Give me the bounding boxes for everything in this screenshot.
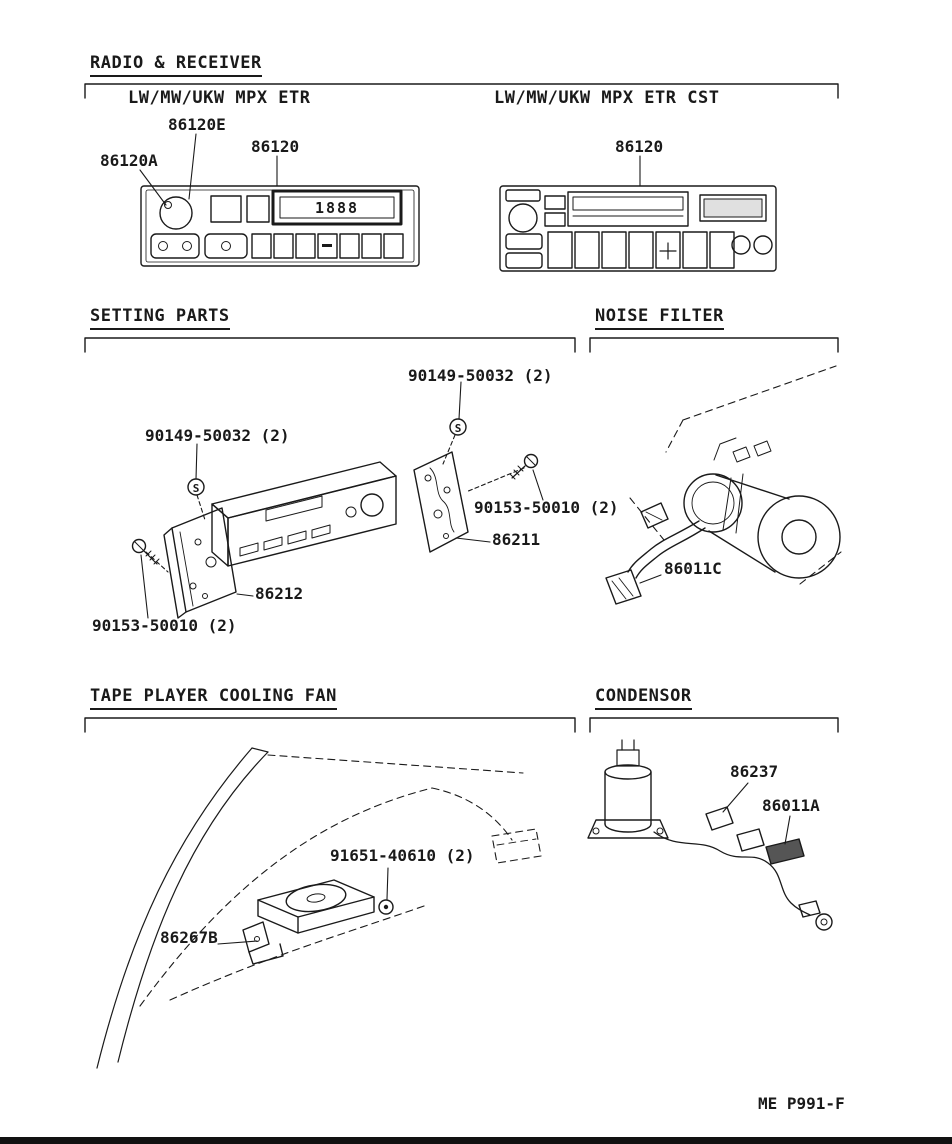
part-label-86011a: 86011A	[762, 796, 820, 815]
cooling-fan-drawing	[96, 747, 542, 1069]
bolt-left	[131, 538, 160, 565]
filter-connector	[605, 569, 642, 605]
fan-screw-symbol	[378, 899, 394, 915]
noise-filter-drawing	[605, 365, 842, 605]
noise-filter-bracket	[589, 337, 839, 353]
part-label-86120-right: 86120	[615, 137, 664, 156]
part-label-86120e: 86120E	[168, 115, 226, 134]
radio-display	[699, 194, 767, 222]
fan-unit	[242, 879, 375, 965]
radio-knob	[508, 203, 538, 233]
part-label-86267b: 86267B	[160, 928, 218, 947]
variant-right-label: LW/MW/UKW MPX ETR CST	[494, 88, 720, 108]
radio-lcd-text: 1888	[315, 199, 359, 217]
radio-right-drawing	[499, 185, 777, 272]
part-label-86120a: 86120A	[100, 151, 158, 170]
part-label-86212: 86212	[255, 584, 304, 603]
part-label-86237: 86237	[730, 762, 779, 781]
filter-body-front	[683, 473, 743, 533]
screw-symbol-top: S	[449, 418, 467, 436]
condensor-title: CONDENSOR	[595, 688, 692, 710]
setting-parts-drawing: S S	[131, 381, 544, 619]
page-title: RADIO & RECEIVER	[90, 55, 262, 77]
cassette-door	[567, 191, 689, 227]
part-label-bolt-left: 90153-50010 (2)	[92, 616, 237, 635]
condensor-body	[587, 739, 669, 839]
part-label-91651: 91651-40610 (2)	[330, 846, 475, 865]
radio-knob	[159, 196, 193, 230]
condensor-bracket	[589, 717, 839, 733]
setting-parts-title: SETTING PARTS	[90, 308, 230, 330]
filter-terminal	[640, 502, 669, 529]
part-label-screw-top: 90149-50032 (2)	[408, 366, 553, 385]
cooling-fan-title: TAPE PLAYER COOLING FAN	[90, 688, 337, 710]
svg-text:S: S	[193, 482, 200, 495]
filter-body-rear	[757, 495, 841, 579]
harness-end-block	[798, 900, 821, 918]
radio-section-bracket	[84, 83, 839, 99]
page-bottom-rule	[0, 1137, 952, 1144]
harness-connector-2	[736, 828, 765, 852]
part-label-bolt-right: 90153-50010 (2)	[474, 498, 619, 517]
unit-knob	[360, 493, 384, 517]
harness-plug	[815, 913, 833, 931]
part-label-86011c: 86011C	[664, 559, 722, 578]
condensor-drawing	[587, 739, 833, 931]
condensor-harness	[653, 831, 811, 916]
radio-left-drawing: 1888	[140, 185, 420, 267]
cooling-fan-bracket	[84, 717, 576, 733]
bracket-left-86212	[163, 507, 237, 619]
harness-connector-3	[765, 838, 805, 865]
part-label-screw-left: 90149-50032 (2)	[145, 426, 290, 445]
bolt-right	[509, 453, 539, 480]
radio-leader-lines	[139, 133, 641, 206]
screw-symbol-left: S	[187, 478, 205, 496]
page-code: ME P991-F	[758, 1094, 845, 1113]
setting-parts-bracket	[84, 337, 576, 353]
variant-left-label: LW/MW/UKW MPX ETR	[128, 88, 311, 108]
svg-text:S: S	[455, 422, 462, 435]
part-label-86120-left: 86120	[251, 137, 300, 156]
filter-cable	[627, 520, 700, 573]
noise-filter-title: NOISE FILTER	[595, 308, 724, 330]
harness-connector-1	[705, 806, 734, 831]
radio-display	[271, 189, 403, 226]
part-label-86211: 86211	[492, 530, 541, 549]
bracket-right-86211	[413, 451, 469, 553]
